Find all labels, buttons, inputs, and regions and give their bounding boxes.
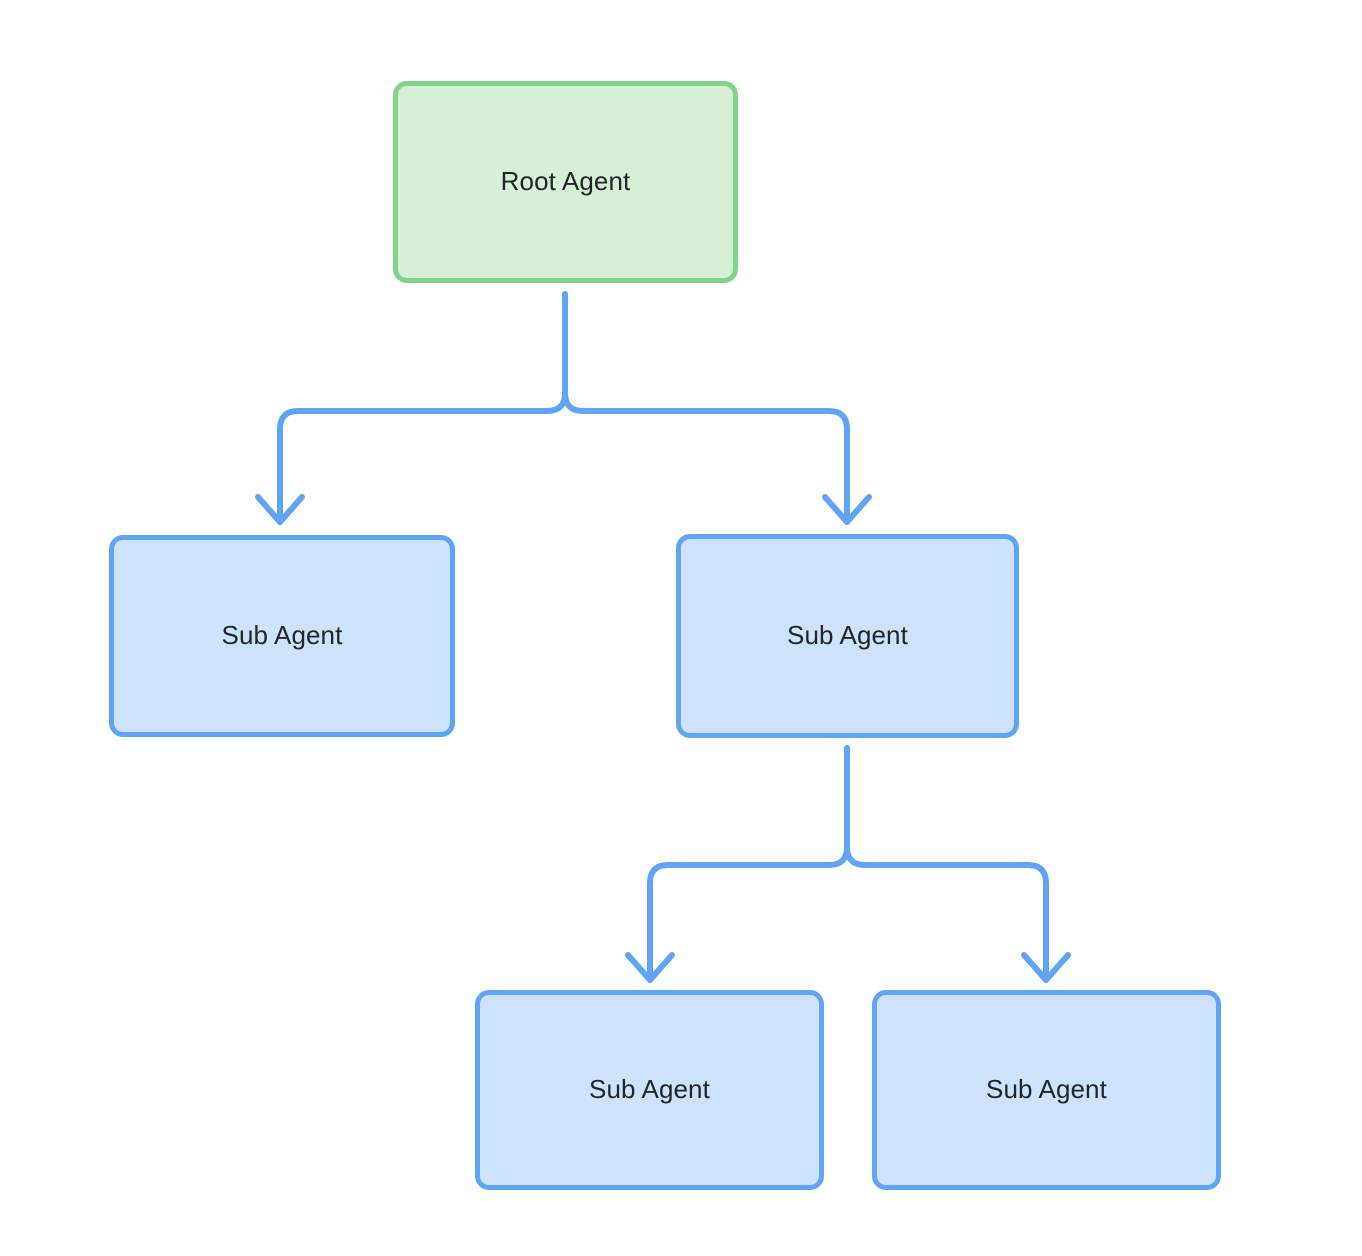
edge-root-sub2-path: [562, 291, 850, 525]
node-sub-agent-1[interactable]: Sub Agent: [109, 535, 455, 737]
edge-sub2-sub4-arrowhead: [1021, 952, 1071, 983]
node-root-agent[interactable]: Root Agent: [393, 81, 738, 283]
node-sub-agent-4-label: Sub Agent: [986, 1074, 1107, 1105]
node-sub-agent-3[interactable]: Sub Agent: [475, 990, 824, 1190]
edge-root-sub1-arrowhead: [255, 494, 305, 525]
edge-root-sub2-arrowhead: [822, 494, 872, 525]
node-sub-agent-4[interactable]: Sub Agent: [872, 990, 1221, 1190]
node-sub-agent-1-label: Sub Agent: [221, 620, 343, 651]
node-root-agent-label: Root Agent: [500, 166, 631, 197]
edge-sub2-sub3-path: [647, 745, 850, 983]
edge-sub2-sub3-arrowhead: [625, 952, 675, 983]
edge-root-sub1-path: [277, 291, 568, 525]
node-sub-agent-3-label: Sub Agent: [589, 1074, 710, 1105]
node-sub-agent-2[interactable]: Sub Agent: [676, 534, 1019, 738]
node-sub-agent-2-label: Sub Agent: [787, 620, 908, 651]
edge-sub2-sub4-path: [844, 745, 1049, 983]
